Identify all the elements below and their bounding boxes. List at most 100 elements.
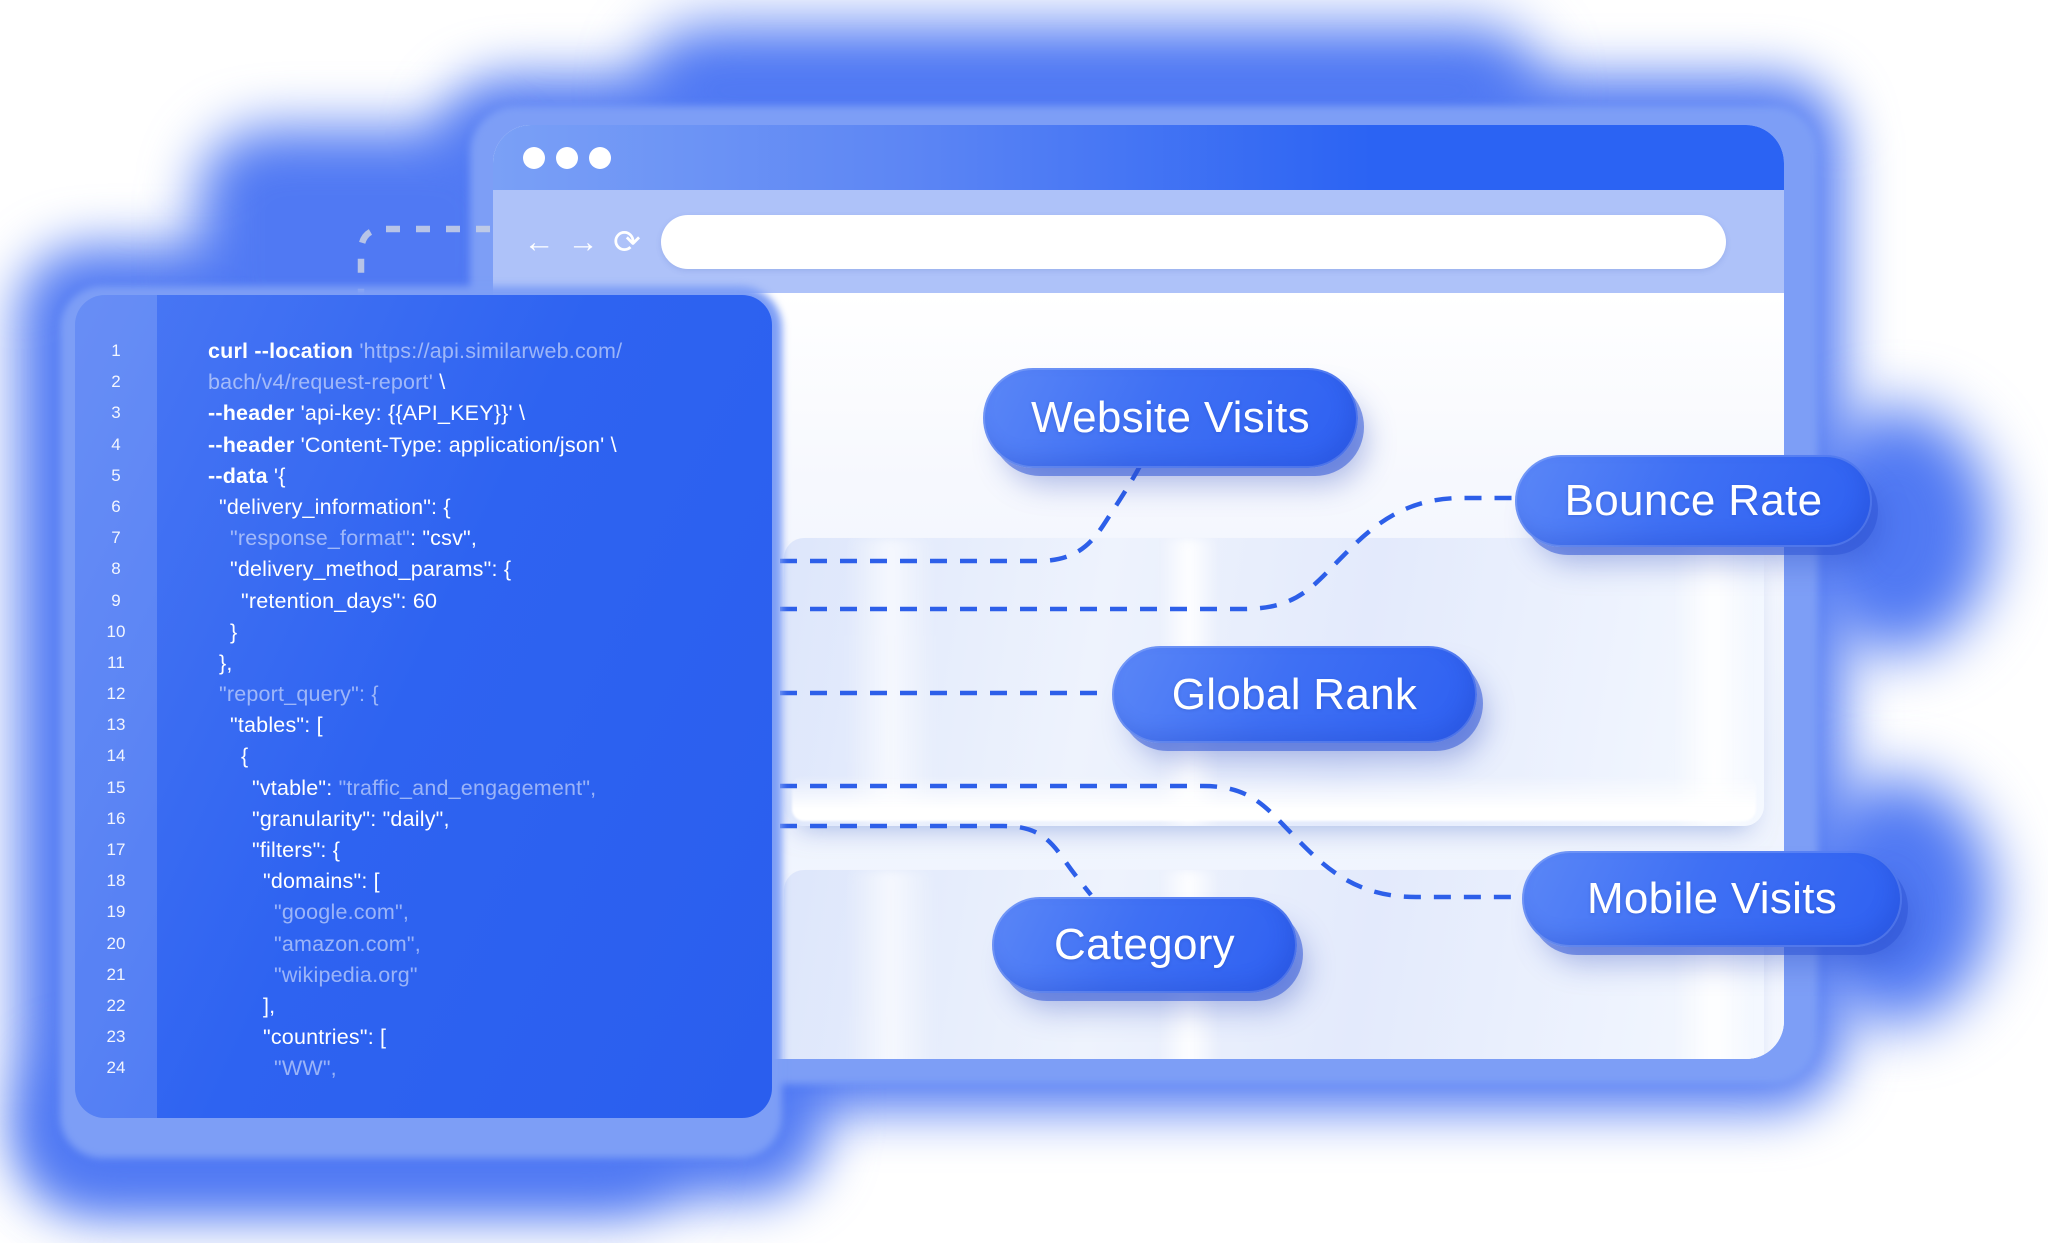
line-number: 16 xyxy=(106,808,126,828)
line-number: 24 xyxy=(106,1058,126,1078)
code-token: 'Content-Type: application/json' \ xyxy=(300,432,617,457)
browser-titlebar xyxy=(493,125,1784,190)
code-line: --header 'api-key: {{API_KEY}}' \ xyxy=(208,398,762,429)
line-number: 9 xyxy=(111,590,121,610)
code-token: "traffic_and_engagement", xyxy=(338,775,597,800)
code-token: "delivery_information": { xyxy=(219,494,451,519)
card-stripe xyxy=(846,870,936,1059)
code-token: "amazon.com", xyxy=(274,931,421,956)
code-token: "delivery_method_params": { xyxy=(230,557,512,582)
window-dot xyxy=(589,146,611,169)
pill-label: Website Visits xyxy=(1031,393,1310,442)
pill-label: Bounce Rate xyxy=(1564,476,1823,525)
code-line: "WW", xyxy=(208,1053,762,1084)
code-line: "domains": [ xyxy=(208,866,762,897)
code-line: "wikipedia.org" xyxy=(208,960,762,991)
code-token: "WW", xyxy=(274,1056,337,1081)
code-token: \ xyxy=(433,370,446,395)
code-lines: curl --location 'https://api.similarweb.… xyxy=(157,295,772,1118)
code-line: "filters": { xyxy=(208,835,762,866)
code-line: "amazon.com", xyxy=(208,929,762,960)
code-token: bach/v4/request-report' xyxy=(208,370,434,395)
code-token: } xyxy=(230,619,238,644)
back-arrow-icon[interactable]: ← xyxy=(523,224,555,259)
pill-label: Category xyxy=(1054,920,1235,969)
line-number: 3 xyxy=(111,403,121,423)
code-token: "google.com", xyxy=(274,900,409,925)
code-token: "domains": [ xyxy=(263,869,380,894)
code-line: "granularity": "daily", xyxy=(208,804,762,835)
code-token: "retention_days": 60 xyxy=(241,588,438,613)
code-token: }, xyxy=(219,650,233,675)
code-token: --header xyxy=(208,401,301,426)
window-dot xyxy=(556,146,578,169)
code-token: : "csv", xyxy=(410,526,478,551)
line-number: 12 xyxy=(106,684,126,704)
code-line: curl --location 'https://api.similarweb.… xyxy=(208,336,762,367)
code-line: "retention_days": 60 xyxy=(208,586,762,617)
line-number: 4 xyxy=(111,434,121,454)
line-number: 8 xyxy=(111,559,121,579)
pill-category[interactable]: Category xyxy=(992,897,1297,993)
line-number: 19 xyxy=(106,902,126,922)
code-line: }, xyxy=(208,648,762,679)
code-token: "response_format" xyxy=(230,526,410,551)
address-bar-input[interactable] xyxy=(661,214,1726,269)
pill-label: Global Rank xyxy=(1171,669,1418,719)
line-number: 5 xyxy=(111,465,121,485)
code-line: "report_query": { xyxy=(208,679,762,710)
code-line: "delivery_method_params": { xyxy=(208,554,762,585)
line-number: 22 xyxy=(106,995,126,1015)
code-line: "countries": [ xyxy=(208,1022,762,1053)
forward-arrow-icon[interactable]: → xyxy=(567,224,599,259)
reload-icon[interactable]: ⟳ xyxy=(613,223,641,260)
code-token: '{ xyxy=(273,463,286,488)
line-number: 2 xyxy=(111,372,121,392)
code-line: { xyxy=(208,741,762,772)
code-token: "tables": [ xyxy=(230,713,323,738)
code-line: "response_format": "csv", xyxy=(208,523,762,554)
code-line: --header 'Content-Type: application/json… xyxy=(208,430,762,461)
code-line: "google.com", xyxy=(208,897,762,928)
code-token: "wikipedia.org" xyxy=(274,962,418,987)
code-token: 'https://api.similarweb.com/ xyxy=(359,339,623,363)
line-number: 17 xyxy=(106,840,126,859)
code-token: ], xyxy=(263,993,276,1018)
code-line: "delivery_information": { xyxy=(208,492,762,523)
code-token: 'api-key: {{API_KEY}}' \ xyxy=(300,401,526,426)
code-line: } xyxy=(208,617,762,648)
line-number: 7 xyxy=(111,528,121,548)
line-number: 14 xyxy=(106,746,126,766)
code-token: "vtable": xyxy=(252,775,339,800)
card-bottom-band xyxy=(792,775,1756,821)
code-token: --data xyxy=(208,463,274,488)
line-number: 11 xyxy=(107,652,125,672)
code-line: --data '{ xyxy=(208,461,762,492)
code-token: { xyxy=(241,744,249,769)
code-token: --header xyxy=(208,432,301,457)
pill-mobile-visits[interactable]: Mobile Visits xyxy=(1522,851,1902,947)
line-number: 20 xyxy=(106,933,126,953)
code-line: "vtable": "traffic_and_engagement", xyxy=(208,773,762,804)
line-number: 10 xyxy=(106,621,126,641)
window-dot xyxy=(523,146,545,169)
line-number: 6 xyxy=(111,496,121,516)
code-line: ], xyxy=(208,991,762,1022)
line-number: 13 xyxy=(106,715,126,735)
browser-toolbar: ← → ⟳ xyxy=(493,190,1784,293)
code-line: "tables": [ xyxy=(208,710,762,741)
line-number: 18 xyxy=(106,871,126,891)
line-number: 1 xyxy=(111,341,121,360)
code-token: "report_query": { xyxy=(219,682,379,707)
pill-bounce-rate[interactable]: Bounce Rate xyxy=(1515,455,1872,547)
pill-global-rank[interactable]: Global Rank xyxy=(1112,646,1477,743)
line-number: 15 xyxy=(106,777,126,797)
pill-website-visits[interactable]: Website Visits xyxy=(983,368,1358,468)
code-line: bach/v4/request-report' \ xyxy=(208,367,762,398)
code-token: curl --location xyxy=(208,339,360,363)
code-token: "filters": { xyxy=(252,838,341,862)
line-number: 21 xyxy=(106,964,126,984)
